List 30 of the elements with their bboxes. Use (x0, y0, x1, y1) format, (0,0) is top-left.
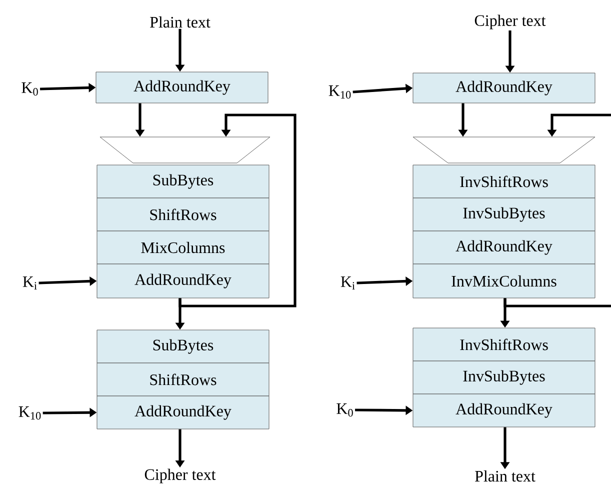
text-label: Cipher text (144, 468, 216, 484)
funnel-shape (412, 136, 596, 164)
arrow (504, 114, 611, 308)
process-box: InvSubBytes (412, 360, 596, 394)
text-label: K$_{0}$ (336, 403, 353, 417)
text-label: K$_{i}$ (22, 276, 37, 290)
process-box: AddRoundKey (412, 394, 596, 428)
process-box: AddRoundKey (412, 230, 596, 264)
text-label: Plain text (150, 16, 210, 28)
process-box: AddRoundKey (96, 72, 268, 104)
process-box: MixColumns (96, 230, 270, 264)
process-box: ShiftRows (96, 198, 270, 232)
process-box: ShiftRows (96, 362, 270, 396)
process-box: AddRoundKey (96, 396, 270, 430)
process-box: InvShiftRows (412, 328, 596, 362)
arrow (178, 114, 296, 308)
text-label: Plain text (475, 470, 536, 482)
text-label: K$_{i}$ (340, 276, 355, 290)
process-box: SubBytes (96, 330, 270, 364)
funnel-shape (100, 136, 270, 164)
text-label: K$_{10}$ (18, 406, 41, 420)
process-box: AddRoundKey (96, 264, 270, 298)
process-box: InvShiftRows (412, 164, 596, 198)
process-box: InvSubBytes (412, 198, 596, 232)
process-box: SubBytes (96, 164, 270, 198)
process-box: AddRoundKey (412, 72, 596, 104)
process-box: InvMixColumns (412, 264, 596, 298)
text-label: K$_{0}$ (22, 82, 38, 96)
text-label: K$_{10}$ (328, 85, 351, 99)
text-label: Cipher text (474, 14, 546, 30)
